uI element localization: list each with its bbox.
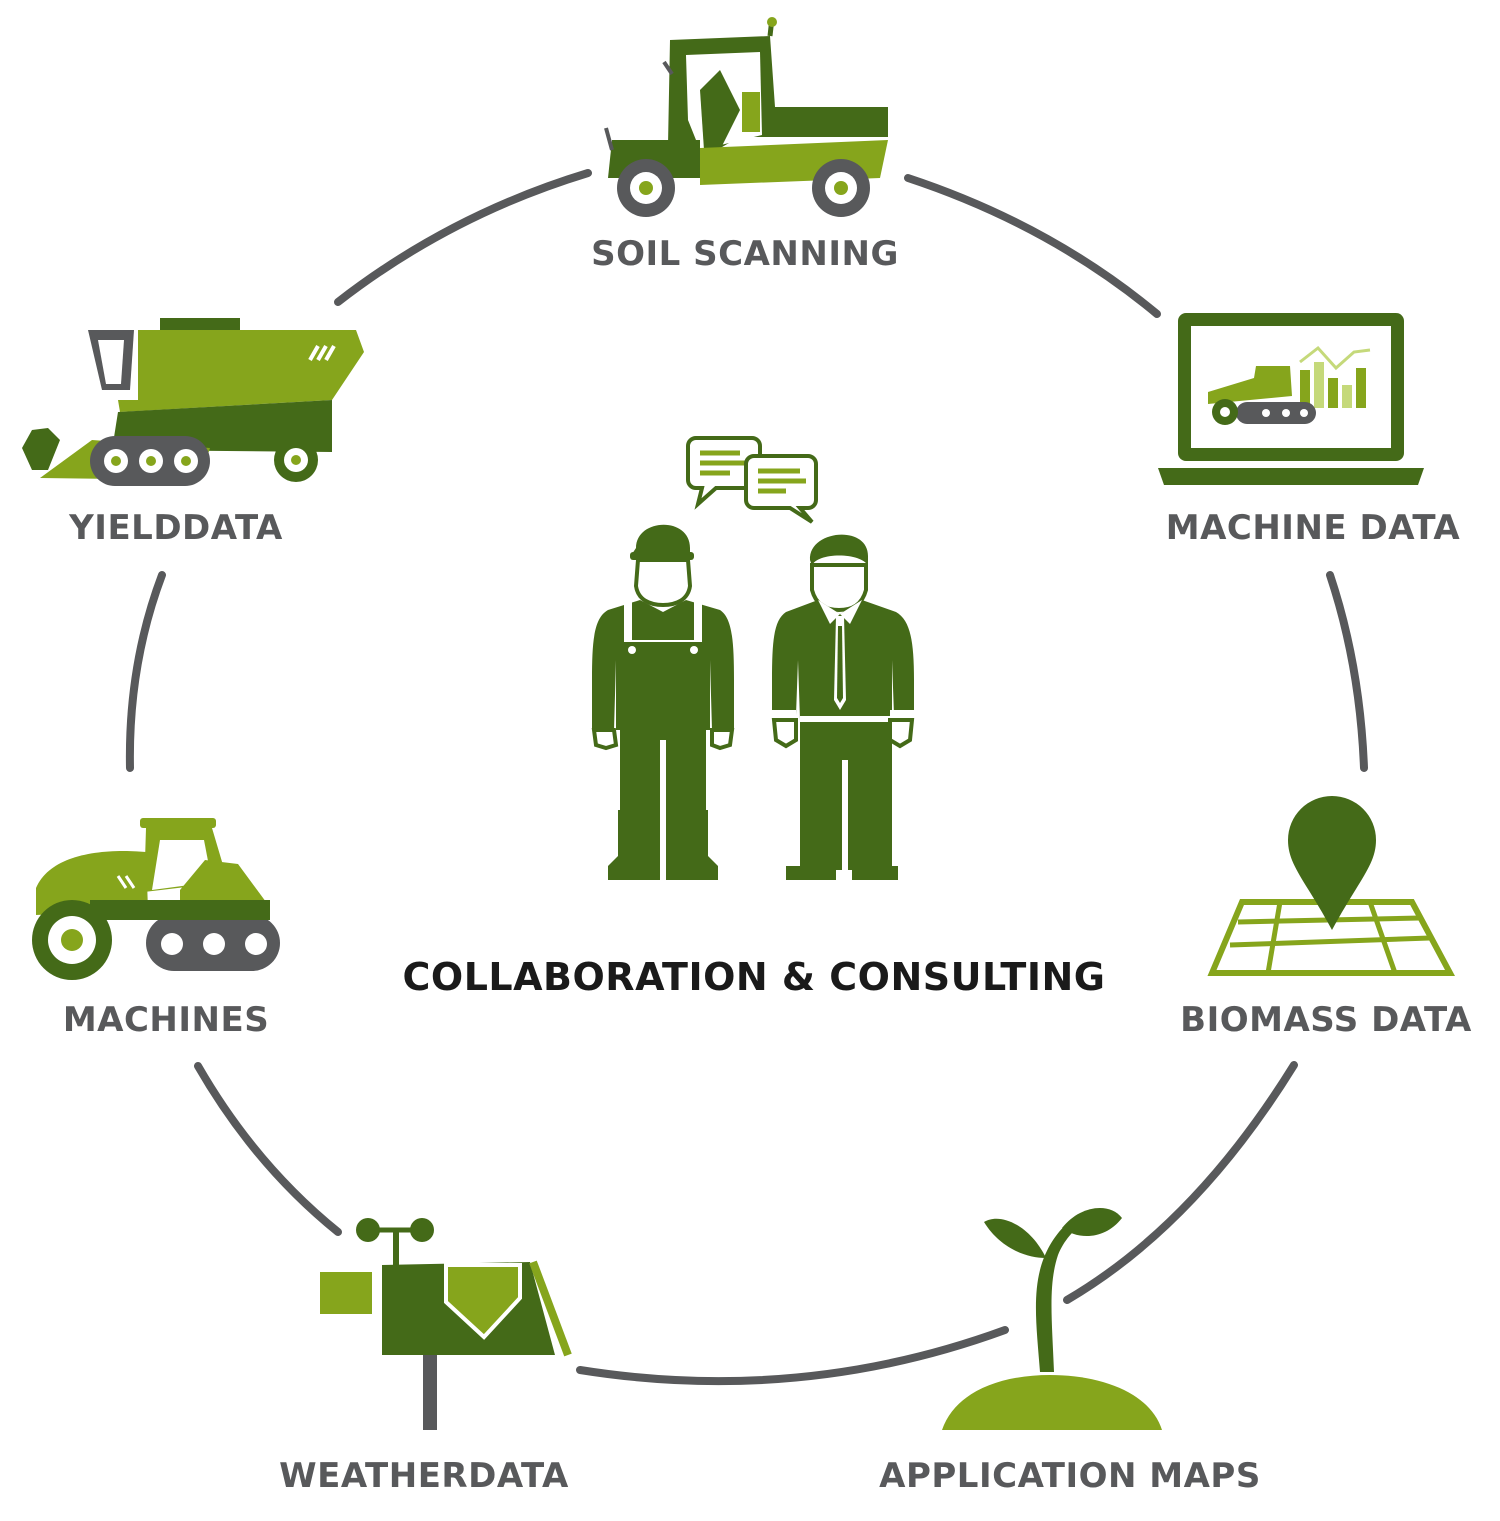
label-weatherdata: WEATHERDATA [279,1456,569,1496]
map-pin-field-icon [1207,796,1456,976]
combine-harvester-icon [22,318,364,486]
crawler-tractor-icon [32,818,280,980]
label-soil-scanning: SOIL SCANNING [591,234,899,274]
laptop-chart-icon [1158,313,1424,485]
consultant-icon [771,534,915,880]
center-title: COLLABORATION & CONSULTING [402,955,1106,999]
speech-bubbles-icon [686,436,818,524]
label-machines: MACHINES [62,1000,270,1040]
seedling-icon [942,1207,1162,1430]
farmer-icon [591,524,735,880]
weather-station-icon [320,1218,572,1430]
label-application-maps: APPLICATION MAPS [879,1456,1261,1496]
utility-vehicle-icon [604,17,888,217]
label-machine-data: MACHINE DATA [1165,508,1461,548]
label-biomass-data: BIOMASS DATA [1180,1000,1472,1040]
cycle-ring [125,169,1368,1386]
label-yielddata: YIELDDATA [69,508,283,548]
